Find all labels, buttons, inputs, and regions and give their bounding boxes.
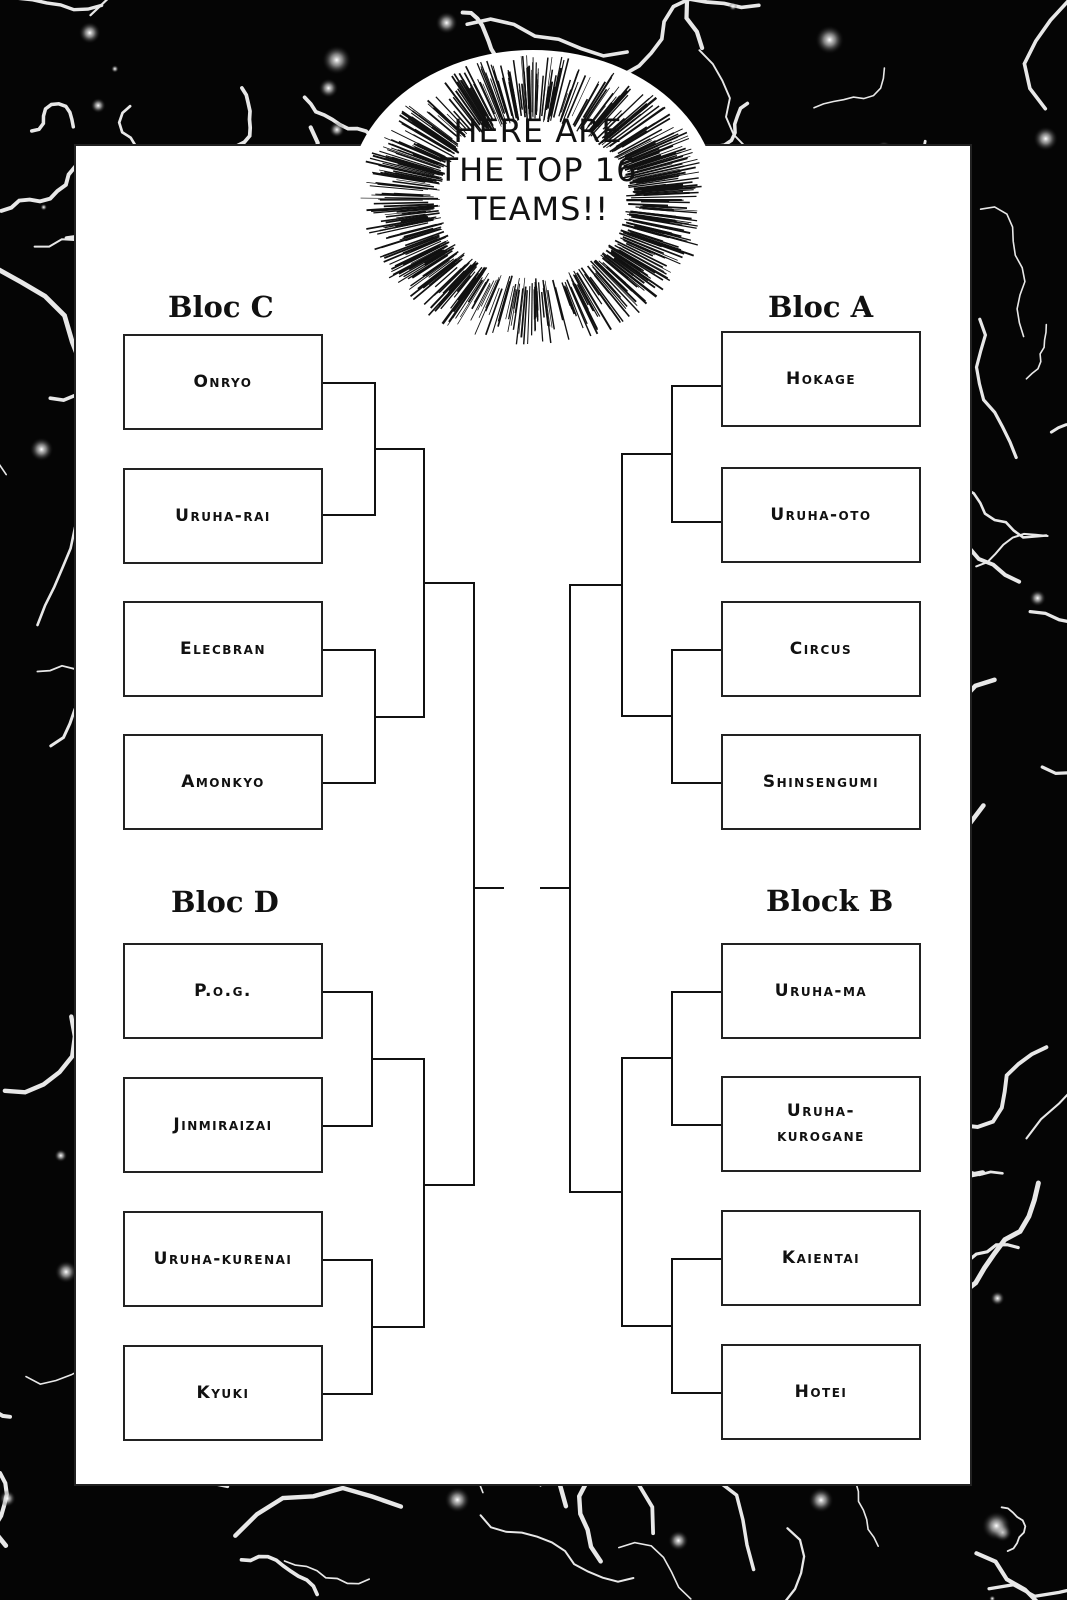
bloc-c-title: Bloc C [168, 290, 274, 324]
glow-dot [1033, 126, 1059, 152]
team-box-onryo: Onryo [123, 334, 323, 430]
team-box-pog: P.O.G. [123, 943, 323, 1039]
glow-dot [0, 1490, 16, 1507]
team-name: Uruha-Kurenai [153, 1248, 293, 1269]
lightning-vein [979, 206, 1026, 338]
bloc-d-title: Bloc D [171, 885, 279, 919]
burst-caption: HERE ARE THE TOP 16 TEAMS!! [438, 112, 638, 228]
team-box-jinmiraizai: Jinmiraizai [123, 1077, 323, 1173]
lightning-vein [239, 1554, 319, 1597]
team-name: Hotei [794, 1381, 848, 1402]
team-box-elecbran: Elecbran [123, 601, 323, 697]
team-box-uruha-kurenai: Uruha-Kurenai [123, 1211, 323, 1307]
team-name: Uruha-Kurogane [777, 1101, 865, 1146]
lightning-vein [0, 1471, 9, 1522]
team-box-shinsengumi: Shinsengumi [721, 734, 921, 830]
lightning-vein [962, 486, 1048, 539]
glow-dot [40, 203, 48, 211]
lightning-vein [283, 1560, 371, 1585]
bloc-b-title: Block B [766, 884, 894, 918]
lightning-vein [1025, 323, 1048, 380]
team-box-amonkyo: Amonkyo [123, 734, 323, 830]
glow-dot [329, 121, 345, 138]
lightning-vein [1040, 765, 1067, 776]
glow-dot [989, 1595, 996, 1600]
team-box-uruha-ma: Uruha-Ma [721, 943, 921, 1039]
lightning-vein [1049, 423, 1067, 434]
team-box-circus: Circus [721, 601, 921, 697]
team-name: Jinmiraizai [173, 1114, 273, 1135]
lightning-vein [618, 1541, 692, 1600]
team-box-hotei: Hotei [721, 1344, 921, 1440]
lightning-vein [1025, 1093, 1067, 1140]
team-name: Amonkyo [181, 771, 265, 792]
lightning-vein [813, 67, 886, 109]
lightning-vein [974, 317, 1018, 460]
lightning-vein [975, 532, 1049, 568]
team-name: Uruha-Rai [175, 505, 271, 526]
team-name: Hokage [785, 368, 857, 389]
team-name: Shinsengumi [762, 771, 880, 792]
lightning-vein [29, 102, 76, 133]
lightning-vein [233, 1485, 404, 1538]
lightning-vein [235, 86, 253, 148]
glow-dot [808, 1487, 834, 1513]
team-box-uruha-rai: Uruha-Rai [123, 468, 323, 564]
glow-dot [981, 1511, 1012, 1541]
glow-dot [321, 45, 352, 75]
team-name: P.O.G. [194, 980, 252, 1001]
glow-dot [78, 21, 101, 44]
team-box-uruha-oto: Uruha-Oto [721, 467, 921, 563]
lightning-vein [479, 1514, 635, 1583]
glow-dot [668, 1530, 689, 1551]
lightning-vein [1000, 1506, 1027, 1552]
team-box-kaientai: Kaientai [721, 1210, 921, 1306]
glow-dot [54, 1149, 68, 1163]
team-name: Onryo [193, 371, 253, 392]
team-name: Circus [789, 638, 853, 659]
glow-dot [29, 437, 54, 462]
team-box-kyuki: Kyuki [123, 1345, 323, 1441]
glow-dot [54, 1260, 78, 1284]
glow-dot [111, 65, 119, 73]
lightning-vein [18, 0, 104, 12]
bloc-a-title: Bloc A [768, 290, 874, 324]
team-name: Kaientai [781, 1247, 861, 1268]
glow-dot [990, 1291, 1005, 1306]
glow-dot [435, 11, 458, 35]
glow-dot [814, 25, 845, 55]
lightning-vein [1028, 609, 1067, 623]
glow-dot [444, 1486, 471, 1513]
lightning-vein [784, 1527, 806, 1600]
team-name: Elecbran [180, 638, 266, 659]
lightning-vein [987, 1582, 1067, 1599]
team-name: Kyuki [196, 1382, 250, 1403]
glow-dot [1029, 589, 1047, 607]
glow-dot [90, 97, 106, 114]
lightning-vein [1022, 0, 1067, 111]
glow-dot [728, 2, 738, 11]
glow-dot [447, 77, 466, 96]
team-name: Uruha-Ma [774, 980, 868, 1001]
team-box-hokage: Hokage [721, 331, 921, 427]
glow-dot [318, 78, 339, 98]
team-box-uruha-kurogane: Uruha-Kurogane [721, 1076, 921, 1172]
team-name: Uruha-Oto [770, 504, 872, 525]
